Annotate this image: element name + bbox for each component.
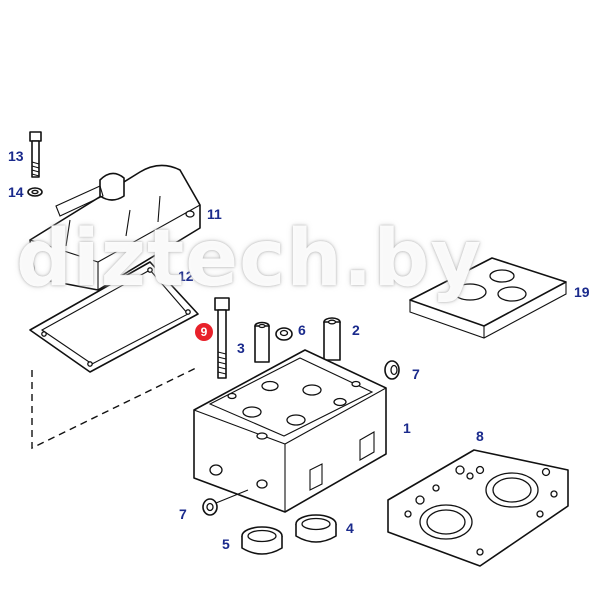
callout-1: 1 xyxy=(403,420,411,436)
valve-cover-11-part xyxy=(29,164,201,291)
callout-13: 13 xyxy=(8,148,24,164)
cylinder-head-1-part xyxy=(193,349,387,513)
callout-2: 2 xyxy=(352,322,360,338)
valve-guide-2-part xyxy=(323,317,341,361)
callout-19: 19 xyxy=(574,284,590,300)
callout-8: 8 xyxy=(476,428,484,444)
alignment-dashed-line xyxy=(31,367,197,450)
cover-gasket-12-part xyxy=(29,261,199,373)
callout-5: 5 xyxy=(222,536,230,552)
valve-seat-5-part xyxy=(241,526,283,555)
plug-7-top-part xyxy=(384,360,400,380)
callout-14: 14 xyxy=(8,184,24,200)
head-gasket-8-part xyxy=(387,449,569,567)
valve-seal-6-part xyxy=(275,327,293,341)
watermark: diztech.by xyxy=(16,214,483,304)
callout-6: 6 xyxy=(298,322,306,338)
callout-3: 3 xyxy=(237,340,245,356)
callout-9: 9 xyxy=(195,323,213,341)
valve-guide-3-part xyxy=(254,321,270,363)
bolt-13-part xyxy=(29,131,42,178)
callout-4: 4 xyxy=(346,520,354,536)
callout-7-bottom: 7 xyxy=(179,506,187,522)
valve-seat-4-part xyxy=(295,514,337,543)
callout-11: 11 xyxy=(207,206,222,222)
callout-7-top: 7 xyxy=(412,366,420,382)
bolt-9-part xyxy=(214,297,230,379)
plug-7-bottom-part xyxy=(202,489,249,516)
gasket-kit-19-part xyxy=(409,257,567,339)
callout-12: 12 xyxy=(178,268,194,284)
